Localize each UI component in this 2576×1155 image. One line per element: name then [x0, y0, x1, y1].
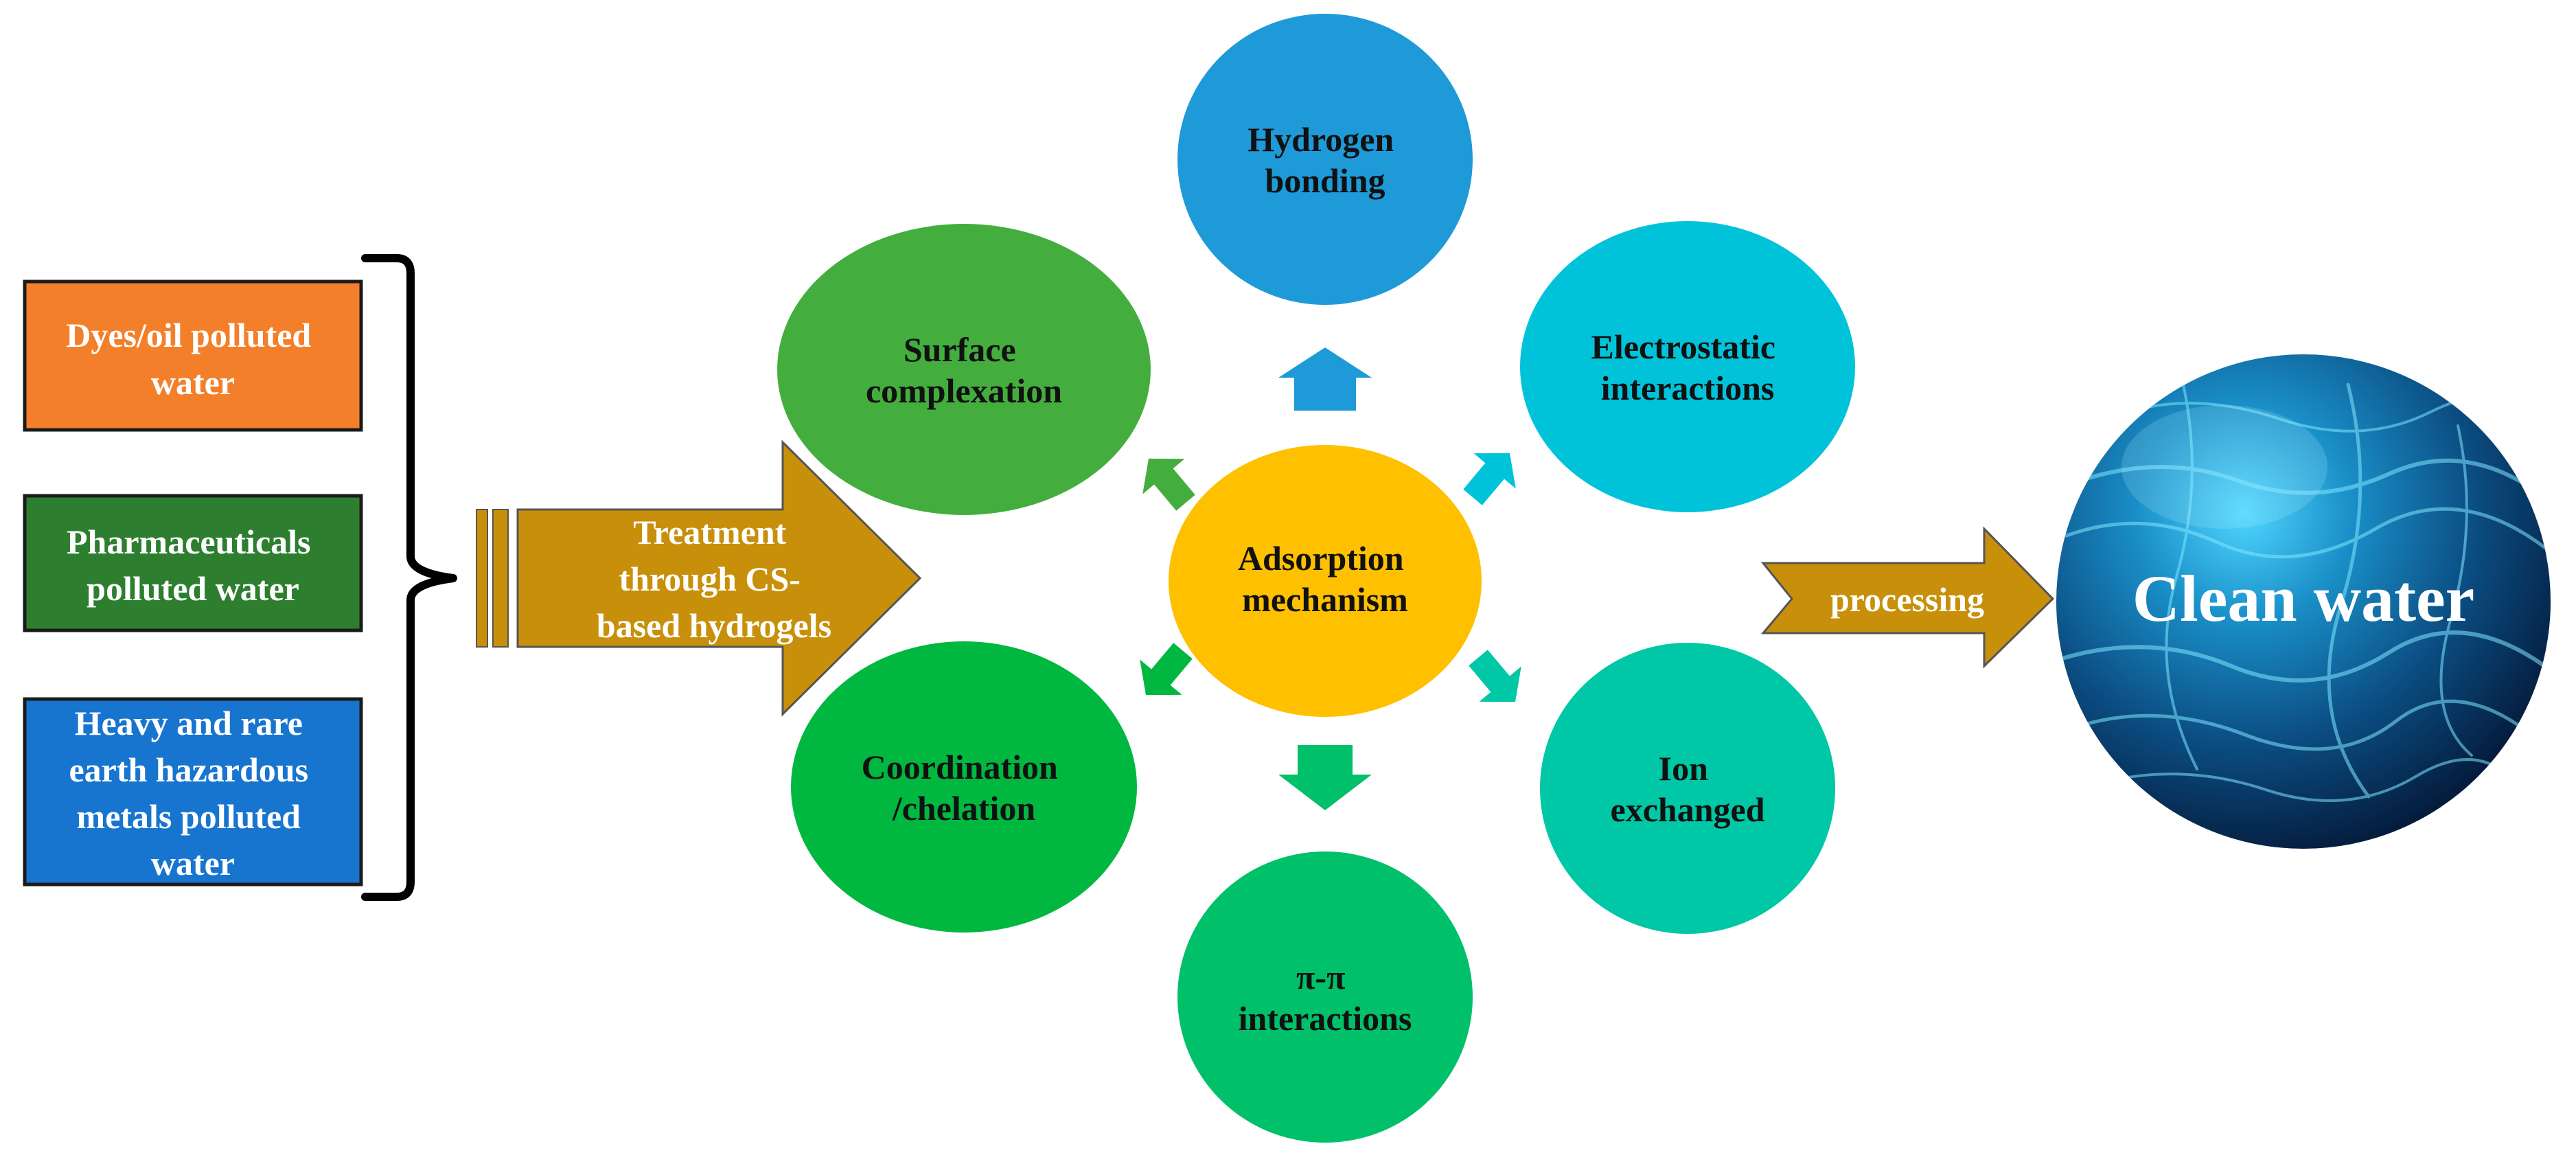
- mechanism-surface-line-1: Surface: [904, 330, 1016, 369]
- mechanism-pipi-interactions: π-π interactions: [1177, 851, 1473, 1143]
- source-metals-line-3: metals polluted: [77, 797, 301, 836]
- treatment-arrow-body: [516, 439, 922, 717]
- svg-text:Electrostatic interactio: Electrostatic interactions: [1591, 328, 1784, 407]
- clean-water-sphere: Clean water: [2056, 354, 2551, 849]
- processing-arrow: processing: [1760, 526, 2055, 669]
- mechanism-ion-line-2: exchanged: [1611, 790, 1765, 829]
- source-pharma-line-1: Pharmaceuticals: [67, 523, 310, 561]
- treatment-arrow: Treatment through CS- based hydrogels: [476, 439, 922, 717]
- mechanism-pipi-bg: [1177, 851, 1473, 1143]
- mechanism-pipi-line-1: π-π: [1296, 958, 1345, 996]
- mechanism-electrostatic-interactions: Electrostatic interactions: [1520, 221, 1855, 512]
- svg-text:Dyes/oil polluted water: Dyes/oil polluted water: [66, 316, 319, 402]
- center-line-2: mechanism: [1242, 580, 1408, 619]
- arrow-to-surface-complexation: [1142, 458, 1195, 511]
- source-dyes-line-2: water: [151, 363, 235, 402]
- source-metals-line-2: earth hazardous: [69, 751, 308, 789]
- center-line-1: Adsorption: [1238, 539, 1404, 578]
- treatment-line-2: through CS-: [619, 560, 801, 598]
- mechanism-electrostatic-line-1: Electrostatic: [1591, 328, 1775, 366]
- mechanism-electrostatic-line-2: interactions: [1601, 369, 1775, 407]
- mechanism-pipi-line-2: interactions: [1239, 999, 1412, 1038]
- mechanism-ion-bg: [1540, 643, 1835, 934]
- mechanism-ion-exchanged: Ion exchanged: [1540, 643, 1835, 934]
- svg-text:Adsorption mechanism: Adsorption mechanism: [1238, 539, 1412, 619]
- source-metals-line-1: Heavy and rare: [75, 704, 303, 742]
- source-box-dyes-bg: [23, 279, 363, 432]
- processing-arrow-body: [1760, 526, 2055, 669]
- mechanism-hydrogen-line-2: bonding: [1265, 161, 1385, 200]
- arrow-to-coordination-chelation: [1140, 643, 1193, 696]
- svg-text:Pharmaceuticals polluted: Pharmaceuticals polluted water: [67, 523, 319, 608]
- source-pharma-line-2: polluted water: [87, 569, 299, 608]
- clean-water-label: Clean water: [2132, 562, 2475, 635]
- arrow-to-electrostatic-interactions: [1463, 453, 1516, 505]
- mechanism-hydrogen-line-1: Hydrogen: [1247, 120, 1394, 159]
- svg-text:Surface complexation: Surface complexation: [866, 330, 1062, 410]
- treatment-line-1: Treatment: [633, 513, 786, 551]
- curly-brace: [361, 254, 457, 901]
- source-box-dyes: Dyes/oil polluted water: [23, 279, 363, 432]
- svg-text:Ion exchanged: Ion exchanged: [1611, 749, 1765, 829]
- mechanism-ion-line-1: Ion: [1659, 749, 1708, 788]
- svg-text:π-π interactions: π-π interactions: [1239, 958, 1412, 1038]
- svg-text:Treatment through CS-: Treatment through CS- based hydrogels: [597, 513, 831, 645]
- source-box-pharmaceuticals-bg: [23, 494, 363, 632]
- processing-label: processing: [1830, 580, 1984, 619]
- source-dyes-line-1: Dyes/oil polluted: [66, 316, 311, 354]
- mechanism-coordination-line-2: /chelation: [892, 789, 1036, 827]
- svg-text:Coordination /chelation: Coordination /chelation: [862, 748, 1067, 827]
- arrow-to-ion-exchanged: [1469, 650, 1521, 702]
- svg-text:Heavy and rare earth haz: Heavy and rare earth hazardous metals po…: [69, 704, 317, 882]
- treatment-arrow-stripe-1: [476, 509, 488, 648]
- mechanism-surface-complexation: Surface complexation: [777, 224, 1151, 515]
- sphere-highlight: [2121, 405, 2327, 529]
- mechanism-coordination-line-1: Coordination: [862, 748, 1058, 786]
- mechanism-coordination-chelation: Coordination /chelation: [791, 641, 1137, 933]
- source-box-metals: Heavy and rare earth hazardous metals po…: [23, 697, 363, 887]
- arrow-to-pipi-interactions: [1278, 745, 1372, 810]
- mechanism-electrostatic-bg: [1520, 221, 1855, 512]
- svg-text:Hydrogen bonding: Hydrogen bonding: [1247, 120, 1403, 200]
- arrow-to-hydrogen-bonding: [1278, 347, 1372, 411]
- water-caustics: [2058, 382, 2551, 802]
- source-metals-line-4: water: [151, 844, 235, 882]
- mechanism-surface-bg: [777, 224, 1151, 515]
- mechanism-coordination-bg: [791, 641, 1137, 933]
- mechanism-hydrogen-bonding: Hydrogen bonding: [1177, 14, 1473, 305]
- source-box-pharmaceuticals: Pharmaceuticals polluted water: [23, 494, 363, 632]
- mechanism-hydrogen-bonding-bg: [1177, 14, 1473, 305]
- center-adsorption-bg: [1169, 445, 1482, 717]
- treatment-arrow-stripe-2: [492, 509, 509, 648]
- center-adsorption-mechanism: Adsorption mechanism: [1169, 445, 1482, 717]
- treatment-line-3: based hydrogels: [597, 606, 831, 645]
- mechanism-surface-line-2: complexation: [866, 371, 1062, 410]
- source-box-metals-bg: [23, 697, 363, 887]
